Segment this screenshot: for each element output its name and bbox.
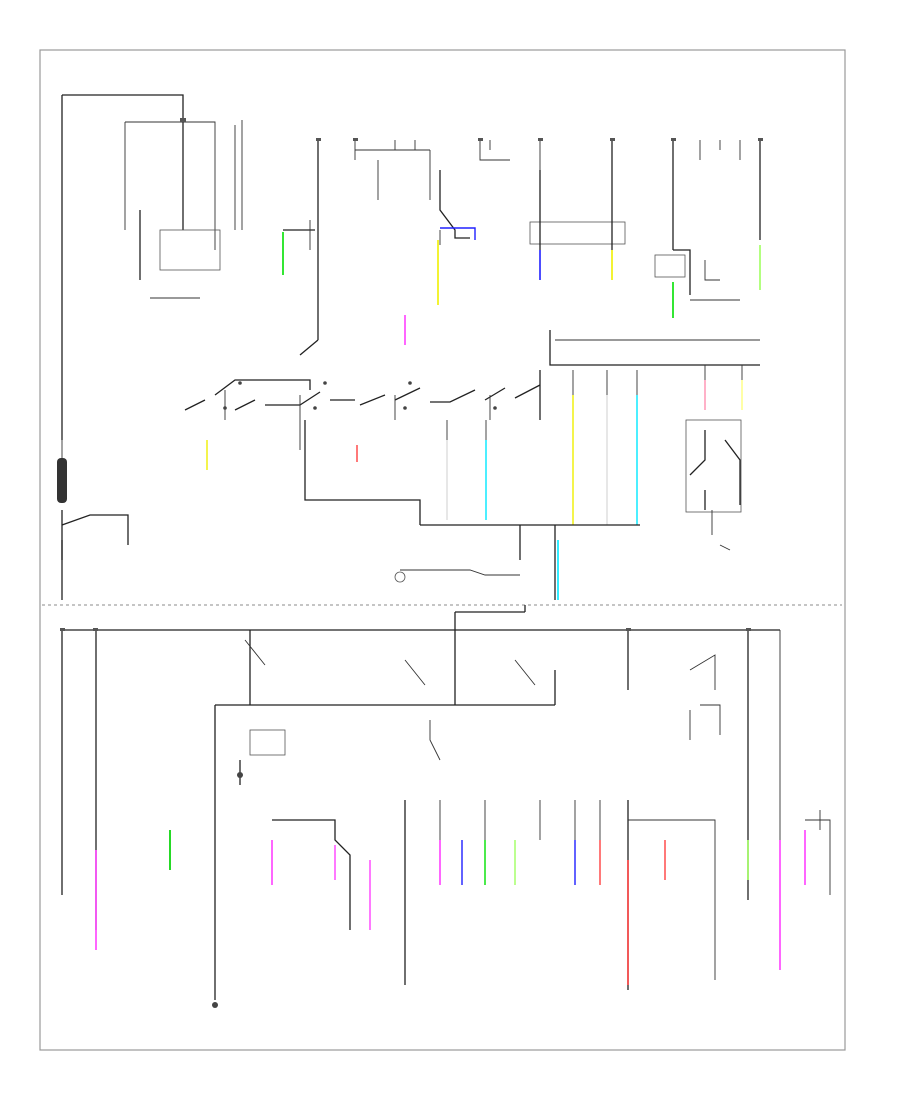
diagram-frame xyxy=(39,49,846,1051)
fusible-link-icon xyxy=(57,458,67,503)
battery-icon xyxy=(61,514,129,560)
connector-pins xyxy=(60,118,763,631)
upper-section xyxy=(57,94,761,600)
relay-contacts-row xyxy=(184,379,541,450)
lower-section xyxy=(61,605,831,1008)
battery-feed-wire xyxy=(61,94,184,600)
wire-blue-1 xyxy=(440,227,476,240)
